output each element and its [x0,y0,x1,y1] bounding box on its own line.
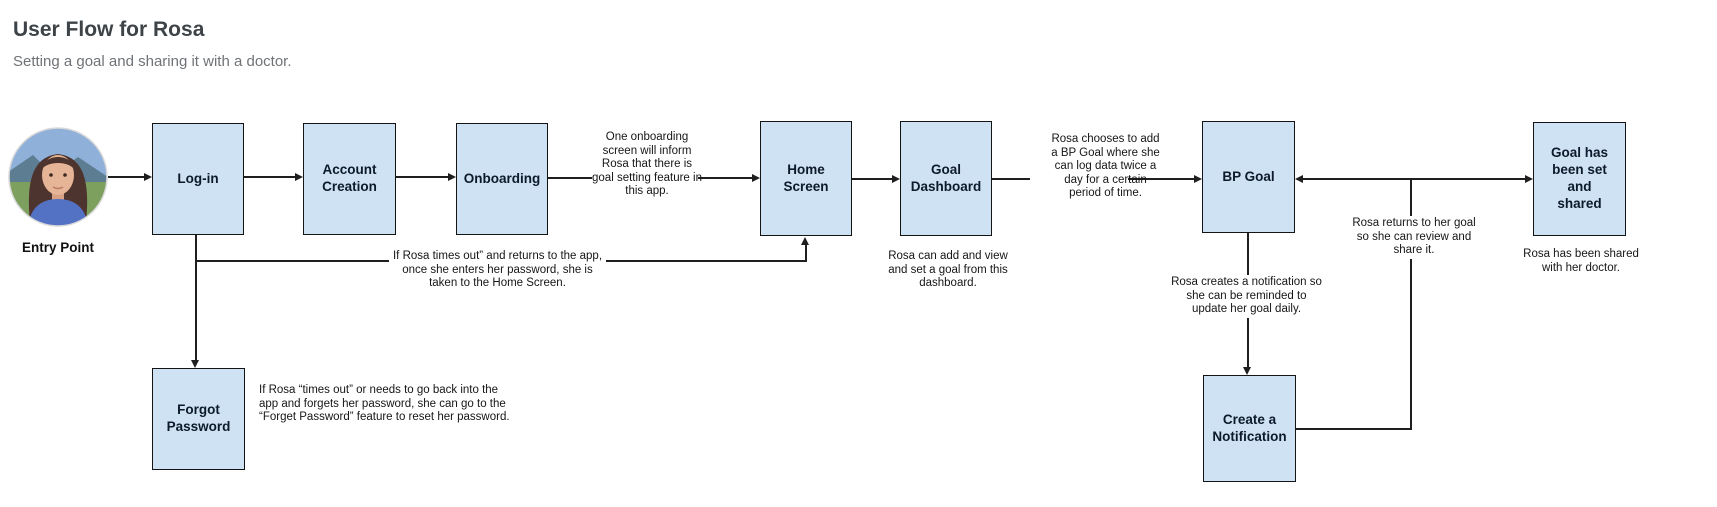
connector-account-onboarding [396,176,448,178]
flow-node-goal-set-shared-label: Goal has been set and shared [1550,145,1609,211]
connector-onboarding-home-segment1 [548,177,592,179]
flow-node-create-notification[interactable]: Create a Notification [1203,375,1296,482]
arrowhead-into-goalset [1525,175,1533,183]
arrowhead-onboarding-home [752,174,760,182]
connector-entry-login [108,176,144,178]
note-forgot-password: If Rosa “times out” or needs to go back … [259,384,510,424]
page-title: User Flow for Rosa [13,18,205,41]
note-bp-goal: Rosa chooses to add a BP Goal where she … [1051,133,1160,200]
flow-node-onboarding[interactable]: Onboarding [456,123,548,235]
flow-node-goal-dashboard[interactable]: Goal Dashboard [900,121,992,236]
arrowhead-login-forgot [191,360,199,368]
connector-notification-return-vertical [1410,180,1412,429]
note-dashboard: Rosa can add and view and set a goal fro… [888,250,1008,290]
arrowhead-login-account [295,173,303,181]
flow-node-login[interactable]: Log-in [152,123,244,235]
connector-bp-goalset-double [1303,178,1525,180]
connector-login-account [244,176,295,178]
connector-timeout-vertical [805,245,807,262]
arrowhead-dashboard-bp [1194,175,1202,183]
flow-node-goal-dashboard-label: Goal Dashboard [910,161,982,194]
entry-point-label: Entry Point [21,240,94,255]
flow-node-bp-goal-label: BP Goal [1222,168,1275,184]
note-onboarding: One onboarding screen will inform Rosa t… [592,131,702,198]
connector-dashboard-bp-segment2 [1128,178,1194,180]
note-timeout: If Rosa times out” and returns to the ap… [389,249,606,292]
rosa-avatar-photo[interactable] [8,127,108,227]
note-notification: Rosa creates a notification so she can b… [1167,275,1326,318]
flow-node-account-creation[interactable]: Account Creation [303,123,396,235]
flow-node-home-screen[interactable]: Home Screen [760,121,852,236]
arrowhead-home-dashboard [892,175,900,183]
flow-node-onboarding-label: Onboarding [463,170,541,186]
arrowhead-bp-notification [1243,367,1251,375]
arrowhead-into-bp-goal [1295,175,1303,183]
arrowhead-timeout-home [801,237,809,245]
connector-notification-return-horizontal [1296,428,1412,430]
flow-node-account-creation-label: Account Creation [322,162,377,194]
arrowhead-account-onboarding [448,173,456,181]
flow-node-goal-set-shared[interactable]: Goal has been set and shared [1533,122,1626,236]
connector-login-forgot [195,235,197,360]
note-shared: Rosa has been shared with her doctor. [1523,248,1639,274]
flow-node-create-notification-label: Create a Notification [1212,411,1287,444]
flow-node-bp-goal[interactable]: BP Goal [1202,121,1295,233]
page-subtitle: Setting a goal and sharing it with a doc… [13,53,292,70]
flow-node-home-screen-label: Home Screen [783,161,829,194]
connector-home-dashboard [852,178,892,180]
flow-node-forgot-password[interactable]: Forgot Password [152,368,245,470]
arrowhead-entry-login [144,173,152,181]
note-returns: Rosa returns to her goal so she can revi… [1346,216,1482,259]
connector-dashboard-bp-segment1 [992,178,1030,180]
flow-node-login-label: Log-in [177,170,219,186]
flow-node-forgot-password-label: Forgot Password [166,402,231,434]
connector-onboarding-home-segment2 [698,177,752,179]
